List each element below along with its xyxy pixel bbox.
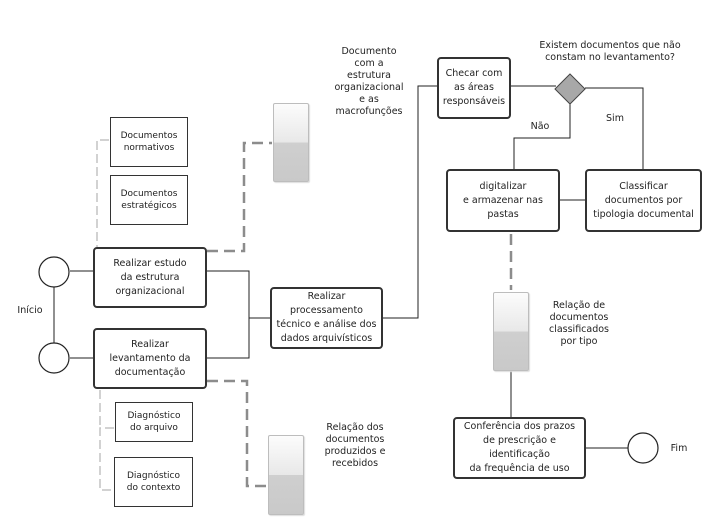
box-diagnostico-contexto: Diagnóstico do contexto — [114, 457, 193, 507]
task-realizar-estudo: Realizar estudo da estrutura organizacio… — [93, 247, 207, 308]
label-relacao-classificados: Relação de documentos classificados por … — [548, 300, 610, 347]
task-realizar-levantamento: Realizar levantamento da documentação — [93, 328, 207, 389]
label-relacao-produzidos: Relação dos documentos produzidos e rece… — [324, 422, 386, 469]
label-decision-question: Existem documentos que não constam no le… — [539, 40, 681, 63]
label-sim: Sim — [606, 113, 624, 124]
end-label: Fim — [670, 443, 688, 454]
decision-diamond — [554, 73, 586, 105]
start-label: Início — [17, 305, 43, 316]
document-classificados-icon — [493, 292, 529, 371]
task-processamento: Realizar processamento técnico e análise… — [270, 287, 383, 349]
task-digitalizar: digitalizar e armazenar nas pastas — [446, 169, 560, 232]
task-classificar: Classificar documentos por tipologia doc… — [585, 169, 702, 232]
box-diagnostico-arquivo: Diagnóstico do arquivo — [115, 402, 193, 442]
document-produzidos-icon — [268, 435, 304, 515]
box-documentos-normativos: Documentos normativos — [110, 117, 188, 167]
label-nao: Não — [530, 121, 550, 132]
end-circle — [627, 432, 659, 464]
task-conferencia: Conferência dos prazos de prescrição e i… — [453, 417, 586, 479]
label-documento-estrutura: Documento com a estrutura organizacional… — [334, 46, 404, 117]
start-circle-top — [38, 256, 70, 288]
document-estrutura-icon — [273, 103, 309, 182]
start-circle-bottom — [38, 342, 70, 374]
box-documentos-estrategicos: Documentos estratégicos — [110, 175, 188, 225]
task-checar: Checar com as áreas responsáveis — [437, 57, 511, 119]
